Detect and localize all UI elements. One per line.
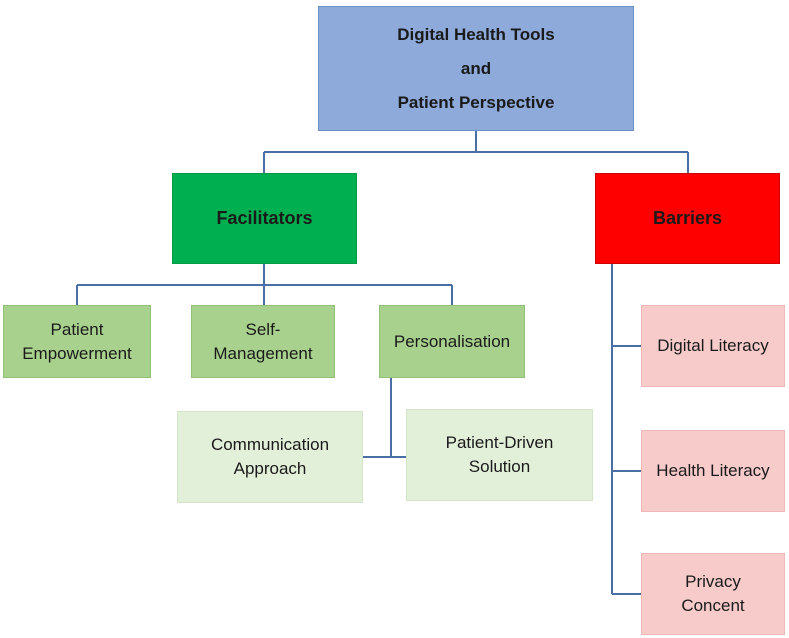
- barrier-item-line1: Digital Literacy: [657, 336, 769, 355]
- barrier-item-line2: Concent: [681, 596, 745, 615]
- connector-personalisation-to-subitems: [363, 378, 406, 458]
- facilitator-item-line1: Self-: [245, 319, 281, 339]
- barrier-digital-literacy: Digital Literacy: [641, 305, 785, 387]
- connector-facilitators-to-items: [76, 264, 453, 305]
- barrier-item-line1: Privacy: [685, 572, 741, 591]
- root-title-line2: and: [460, 58, 492, 78]
- facilitator-item-line1: Patient: [50, 319, 104, 339]
- sub-item-line2: Solution: [468, 457, 531, 476]
- facilitator-item-line1: Personalisation: [393, 331, 511, 351]
- facilitators-box: Facilitators: [172, 173, 357, 264]
- facilitators-label: Facilitators: [216, 208, 313, 228]
- sub-item-line1: Patient-Driven: [445, 433, 554, 452]
- root-title-line1: Digital Health Tools: [397, 24, 555, 44]
- barrier-privacy-concent: Privacy Concent: [641, 553, 785, 635]
- facilitator-item-line2: Empowerment: [22, 343, 132, 363]
- facilitator-patient-empowerment: Patient Empowerment: [3, 305, 151, 378]
- root-title-line3: Patient Perspective: [397, 92, 555, 112]
- barrier-item-line1: Health Literacy: [656, 461, 770, 480]
- sub-item-patient-driven-solution: Patient-Driven Solution: [406, 409, 593, 501]
- facilitator-personalisation: Personalisation: [379, 305, 525, 378]
- facilitator-self-management: Self- Management: [191, 305, 335, 378]
- sub-item-line1: Communication: [210, 435, 330, 454]
- sub-item-line2: Approach: [233, 459, 307, 478]
- connector-root-to-branches: [263, 131, 689, 173]
- barriers-label: Barriers: [652, 208, 723, 228]
- root-box-digital-health-tools: Digital Health Tools and Patient Perspec…: [318, 6, 634, 131]
- facilitator-item-line2: Management: [213, 343, 313, 363]
- connector-barriers-to-items: [611, 264, 641, 595]
- sub-item-communication-approach: Communication Approach: [177, 411, 363, 503]
- barriers-box: Barriers: [595, 173, 780, 264]
- barrier-health-literacy: Health Literacy: [641, 430, 785, 512]
